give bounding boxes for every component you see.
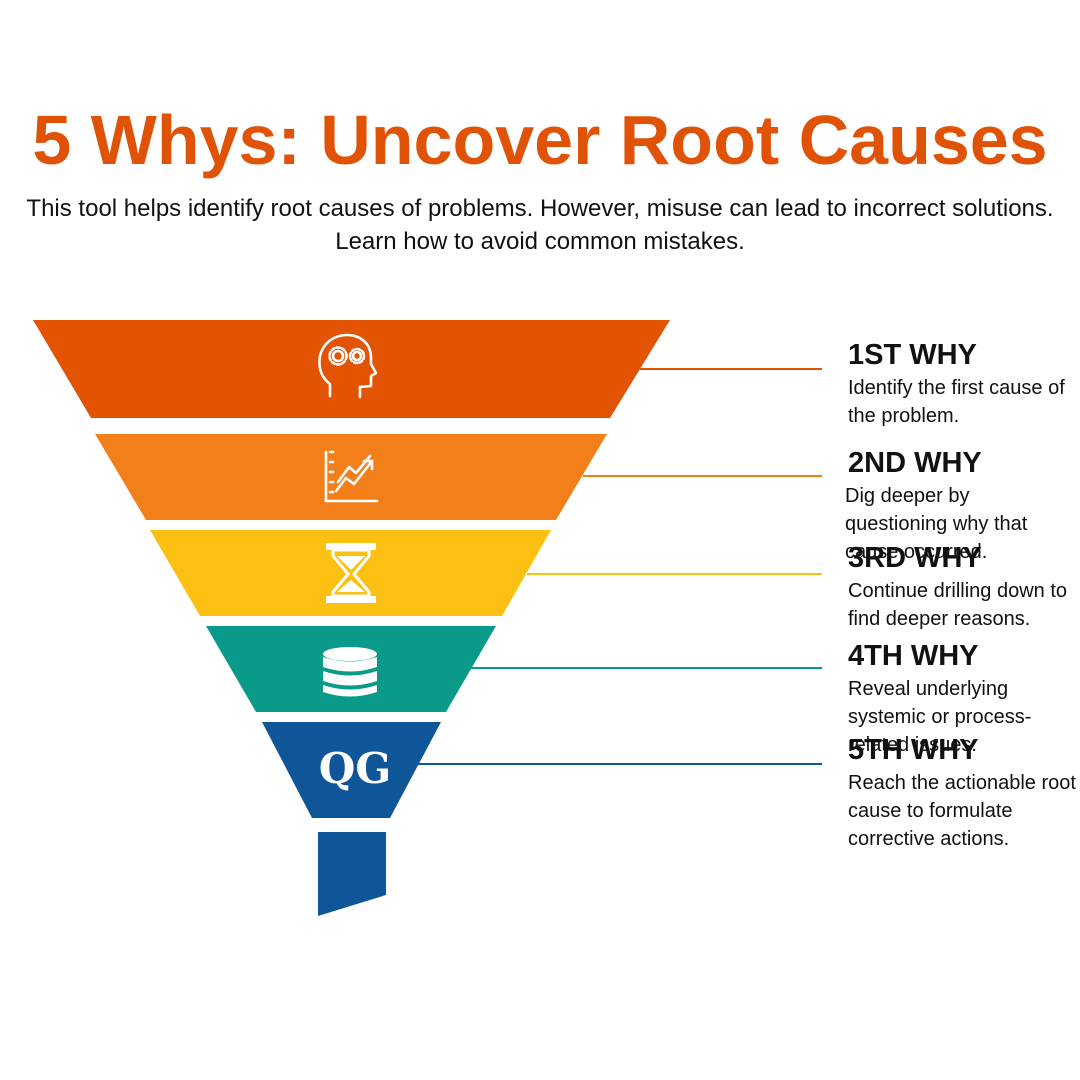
- why-description-3: Continue drilling down to find deeper re…: [848, 580, 1068, 630]
- why-description-5: Reach the actionable root cause to formu…: [848, 772, 1076, 850]
- database-icon: [323, 647, 377, 697]
- why-heading-5: 5TH WHY: [848, 734, 979, 766]
- why-heading-2: 2ND WHY: [848, 447, 982, 479]
- why-step-2: 2ND WHY Dig deeper by questioning why th…: [845, 447, 1080, 566]
- why-description-2: Dig deeper by questioning why that cause…: [845, 485, 1028, 563]
- why-step-4: 4TH WHY Reveal underlying systemic or pr…: [848, 641, 1080, 759]
- why-heading-4: 4TH WHY: [848, 640, 979, 672]
- subtitle-line-2: Learn how to avoid common mistakes.: [335, 228, 745, 255]
- funnel-segment-3: [150, 530, 551, 616]
- why-step-1: 1ST WHY Identify the first cause of the …: [848, 340, 1080, 430]
- page-title: 5 Whys: Uncover Root Causes: [32, 101, 1048, 179]
- why-description-4: Reveal underlying systemic or process-re…: [848, 678, 1032, 756]
- subtitle: This tool helps identify root causes of …: [26, 192, 1053, 258]
- subtitle-line-1: This tool helps identify root causes of …: [26, 195, 1054, 222]
- head-gears-icon: [318, 333, 378, 399]
- funnel-segment-5: [262, 722, 441, 818]
- qg-logo-icon: QG: [319, 744, 391, 793]
- why-heading-3: 3RD WHY: [848, 542, 982, 574]
- hourglass-icon: [326, 543, 376, 603]
- funnel-segment-1: [33, 320, 670, 418]
- why-description-1: Identify the first cause of the problem.: [848, 377, 1065, 427]
- funnel-spout: [318, 832, 386, 916]
- why-step-3: 3RD WHY Continue drilling down to find d…: [848, 543, 1080, 633]
- why-heading-1: 1ST WHY: [848, 339, 977, 371]
- why-step-5: 5TH WHY Reach the actionable root cause …: [848, 735, 1080, 853]
- funnel-segment-2: [95, 434, 607, 520]
- growth-chart-icon: [324, 450, 379, 503]
